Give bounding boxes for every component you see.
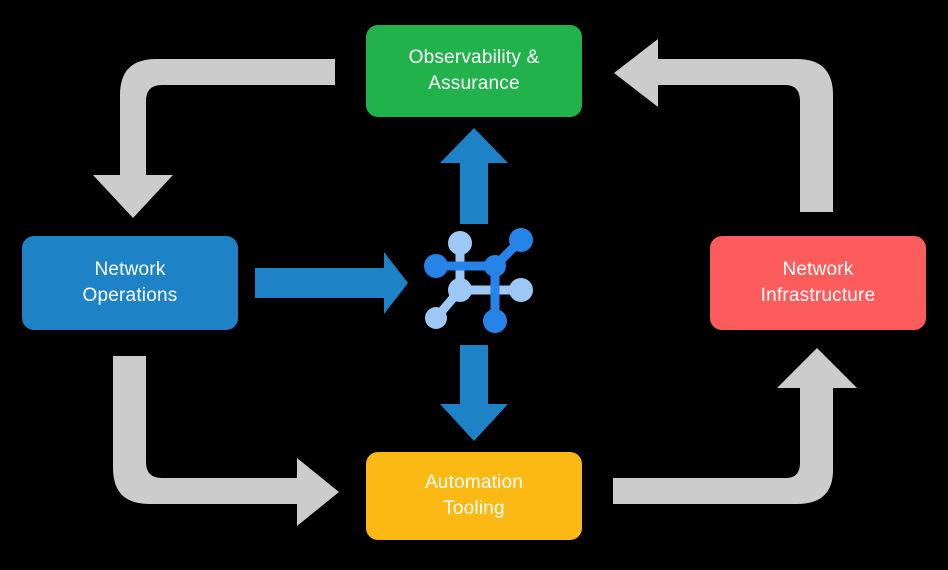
grey-arrow-observability-to-operations [93, 59, 335, 218]
node-box-observability[interactable]: Observability & Assurance [366, 25, 582, 117]
grey-arrow-infrastructure-to-observability [614, 39, 833, 212]
blue-arrow-center-to-observability [440, 128, 508, 224]
blue-arrow-center-to-automation [440, 345, 508, 441]
blue-arrow-operations-to-center [255, 252, 408, 314]
node-box-network-operations[interactable]: Network Operations [22, 236, 238, 330]
node-box-network-infrastructure[interactable]: Network Infrastructure [710, 236, 926, 330]
network-topology-icon [424, 228, 533, 333]
grey-arrow-automation-to-infrastructure [613, 348, 857, 504]
grey-arrow-operations-to-automation [113, 356, 339, 526]
node-box-automation-tooling[interactable]: Automation Tooling [366, 452, 582, 540]
